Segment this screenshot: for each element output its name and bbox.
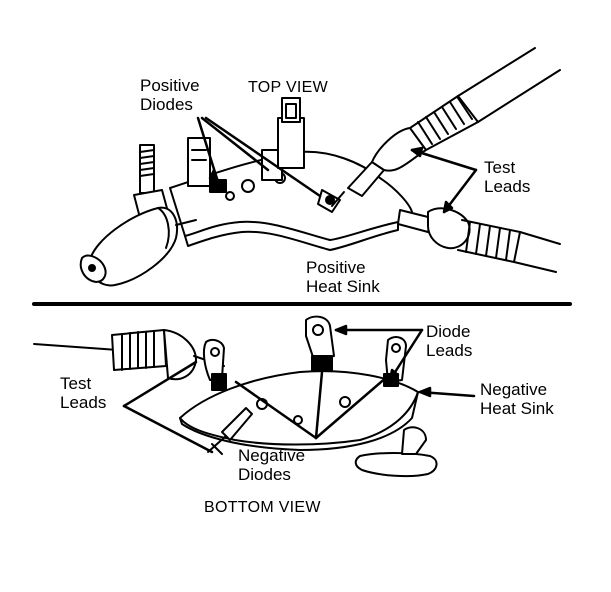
label-negative-diodes: Negative Diodes bbox=[238, 446, 306, 484]
bottom-diode-lead-left bbox=[202, 339, 227, 391]
label-negative-heat-sink: Negative Heat Sink bbox=[480, 380, 554, 418]
bottom-test-lead-probe bbox=[207, 407, 253, 455]
leader-lines-top-test-leads bbox=[410, 146, 478, 214]
bottom-diode-lead-center bbox=[305, 315, 335, 371]
bottom-test-lead-left bbox=[33, 329, 225, 381]
label-diode-leads: Diode Leads bbox=[426, 322, 473, 360]
top-view-title: TOP VIEW bbox=[248, 79, 329, 96]
label-top-test-leads: Test Leads bbox=[484, 158, 531, 196]
bottom-view-title: BOTTOM VIEW bbox=[204, 499, 321, 516]
right-terminal-clip bbox=[354, 426, 438, 478]
leader-lines-diode-leads bbox=[334, 324, 424, 382]
label-positive-diodes: Positive Diodes bbox=[140, 76, 200, 114]
top-view-artwork bbox=[79, 47, 561, 287]
leader-lines-positive-diodes bbox=[196, 116, 322, 198]
leader-lines-bottom-test-leads bbox=[122, 360, 214, 454]
leader-line-negative-heat-sink bbox=[418, 386, 476, 398]
left-terminal-cylinder bbox=[79, 206, 197, 287]
top-test-lead-lower bbox=[397, 207, 561, 273]
label-positive-heat-sink: Positive Heat Sink bbox=[306, 258, 380, 296]
bottom-view-artwork bbox=[33, 315, 476, 478]
center-probe-contact bbox=[317, 189, 341, 213]
top-test-lead-upper bbox=[331, 47, 561, 207]
positive-diode-bodies bbox=[187, 97, 305, 193]
label-bottom-test-leads: Test Leads bbox=[60, 374, 107, 412]
leader-lines-negative-diodes bbox=[234, 370, 390, 440]
